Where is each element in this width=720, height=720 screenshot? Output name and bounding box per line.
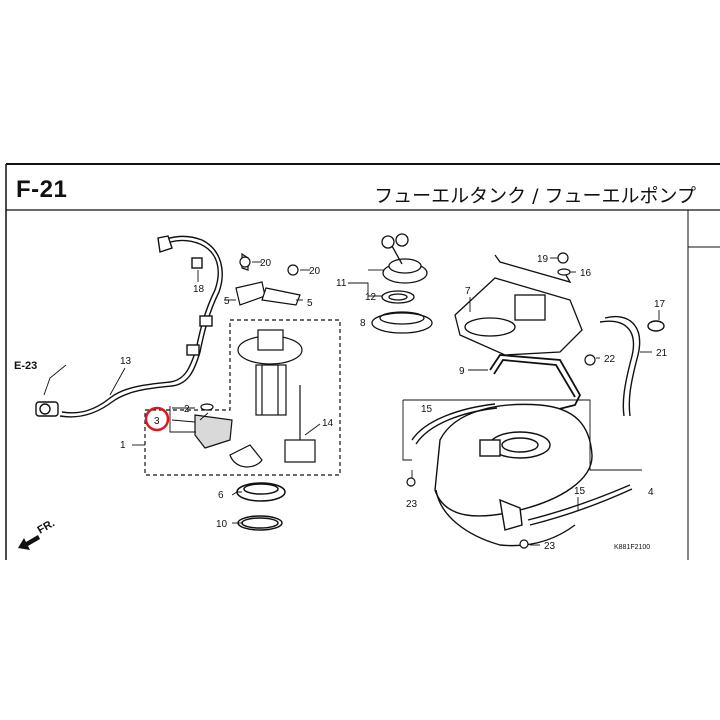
part-label-19: 19 [537,254,549,265]
front-arrow-icon [18,535,40,550]
part-label-10: 10 [216,519,228,530]
wire-harness [35,235,223,418]
part-label-5a: 5 [224,296,230,307]
fuel-pump-assembly [144,319,341,476]
part-label-20b: 20 [309,266,321,277]
brackets [235,252,301,306]
part-label-21: 21 [656,348,668,359]
tank-cover [454,254,583,356]
part-label-13: 13 [120,356,132,367]
part-label-22: 22 [604,354,616,365]
part-label-8: 8 [360,318,366,329]
part-label-5b: 5 [307,298,313,309]
part-labels: 1 2 3 4 5 5 6 7 8 9 10 11 12 13 14 15 15… [14,254,668,552]
front-direction-label: FR. [36,517,57,536]
part-label-17: 17 [654,299,666,310]
frame-lines [5,163,720,560]
part-label-2: 2 [184,404,190,415]
part-label-11: 11 [336,278,347,289]
page-code: F-21 [16,176,68,203]
part-label-15b: 15 [574,486,586,497]
drawing-code: K881F2100 [614,544,650,551]
part-label-15a: 15 [421,404,433,415]
leader-lines [43,257,660,546]
part-label-23a: 23 [406,499,418,510]
part-label-4: 4 [648,487,654,498]
part-label-14: 14 [322,418,334,429]
fuel-tank [434,403,593,547]
fuel-cap-group [371,233,433,334]
part-label-20a: 20 [260,258,272,269]
part-label-9: 9 [459,366,465,377]
part-label-18: 18 [193,284,205,295]
part-label-7: 7 [465,286,471,297]
part-label-16: 16 [580,268,592,279]
hoses [411,316,665,526]
part-label-3: 3 [154,416,160,427]
part-label-1: 1 [120,440,126,451]
part-label-23b: 23 [544,541,556,552]
part-label-6: 6 [218,490,224,501]
e23-reference: E-23 [14,360,37,372]
stay [489,354,582,411]
highlight-circle [144,406,170,432]
seals [236,482,286,531]
part-label-12: 12 [365,292,377,303]
page-title: フューエルタンク / フューエルポンプ [374,185,696,207]
